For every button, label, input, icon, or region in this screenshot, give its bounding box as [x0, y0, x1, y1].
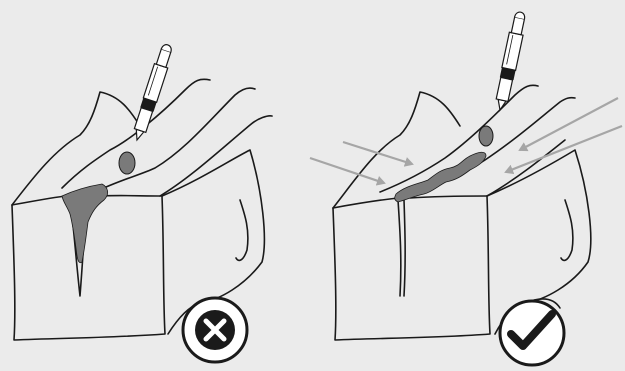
guidance-arrows — [309, 97, 623, 186]
adhesive-bead — [394, 151, 487, 203]
panel-correct — [309, 11, 623, 367]
arrow-left-lower — [309, 156, 386, 186]
fabric-front-block — [332, 195, 491, 341]
arrow-right-lower — [504, 124, 623, 175]
applicator-pen-left — [133, 44, 172, 142]
checkmark-icon — [507, 310, 556, 350]
applicator-pen-right — [495, 11, 526, 112]
adhesive-glob-excess — [61, 183, 108, 264]
arrow-left-upper — [342, 140, 414, 167]
seam-line — [397, 199, 406, 297]
fabric-layers-right — [332, 84, 592, 341]
fabric-flap-2 — [94, 87, 256, 193]
adhesive-dot — [118, 151, 136, 175]
adhesive-dot — [478, 125, 494, 147]
fabric-top-edge — [332, 195, 488, 209]
cross-badge — [181, 296, 249, 364]
fabric-flap-3 — [159, 115, 273, 197]
fabric-flap-3 — [486, 139, 566, 197]
fabric-flap-1 — [379, 84, 539, 193]
check-badge — [498, 299, 566, 367]
fabric-flap-back — [11, 91, 141, 206]
fabric-front-block — [11, 195, 166, 341]
arrow-right-upper — [518, 97, 619, 152]
panel-incorrect — [11, 44, 273, 364]
fabric-flap-back — [332, 91, 461, 209]
